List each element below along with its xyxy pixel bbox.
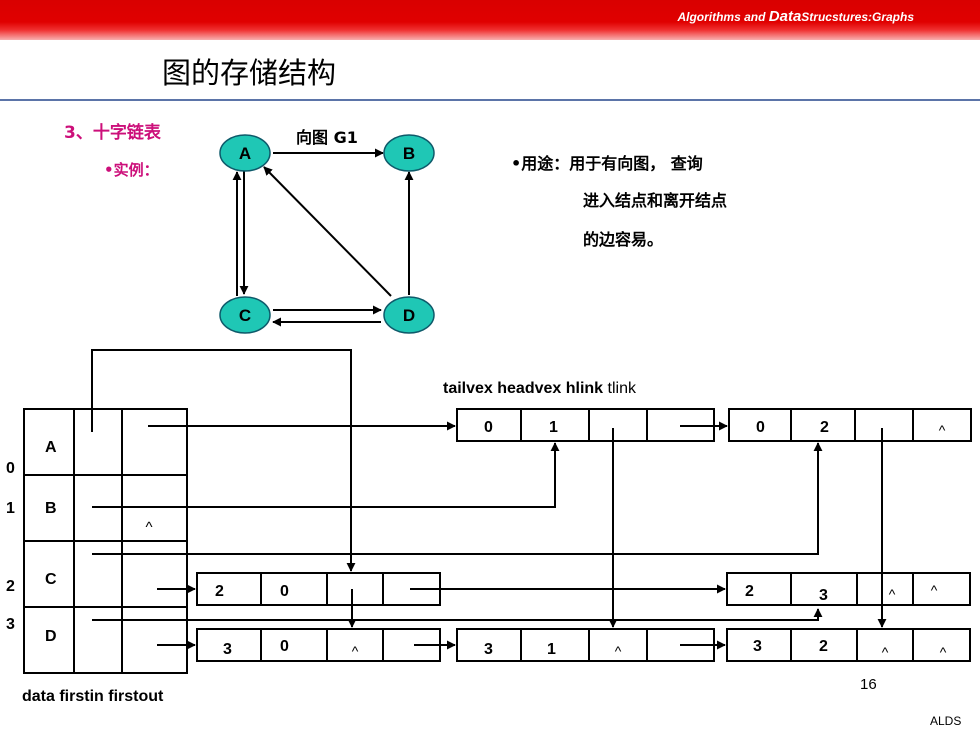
vertex-label-c: C — [239, 306, 251, 325]
vertex-label-d: D — [403, 306, 415, 325]
vertex-data-c: C — [45, 571, 57, 588]
ptr-a-firstin — [91, 349, 356, 572]
arc-3-1-hlink-null: ^ — [615, 643, 622, 659]
vertex-label-b: B — [403, 144, 415, 163]
graph-vertex-a: A — [219, 134, 271, 172]
arc-3-2-headvex: 2 — [819, 638, 828, 655]
page-title: 图的存储结构 — [162, 56, 337, 90]
header-caption: Algorithms and DataStrucstures:Graphs — [677, 8, 914, 25]
example-label: •实例： — [104, 161, 159, 179]
arc-node-3-1: 3 1 ^ — [456, 628, 715, 662]
arc-3-2-hlink-null: ^ — [882, 644, 889, 660]
vertex-data-a: A — [45, 439, 57, 456]
edge-d-a — [263, 166, 392, 297]
graph-vertex-c: C — [219, 296, 271, 334]
arc-2-0-tailvex: 2 — [215, 583, 224, 600]
arc-node-3-2: 3 2 ^ ^ — [726, 628, 971, 662]
arc-3-0-tailvex: 3 — [223, 641, 232, 658]
arc-node-0-1: 0 1 — [456, 408, 715, 442]
vertex-index-1: 1 — [6, 500, 15, 517]
vertex-label-a: A — [239, 144, 251, 163]
arc-3-1-headvex: 1 — [547, 641, 556, 658]
usage-line-1: •用途：用于有向图， 查询 — [511, 154, 703, 173]
arc-3-0-hlink-null: ^ — [352, 643, 359, 659]
arc-3-2-tlink-null: ^ — [940, 644, 947, 660]
graph-edges — [232, 148, 414, 327]
graph-caption: 向图 G1 — [296, 128, 358, 147]
vertex-index-0: 0 — [6, 460, 15, 477]
vertex-index-3: 3 — [6, 616, 15, 633]
graph-vertex-d: D — [383, 296, 435, 334]
arc-node-2-3: 2 3 ^ ^ — [726, 572, 971, 606]
arc-node-3-0: 3 0 ^ — [196, 628, 441, 662]
ptr-b-firstin — [92, 442, 560, 508]
vertex-index-2: 2 — [6, 578, 15, 595]
arc-0-1-headvex: 1 — [549, 419, 558, 436]
arc-node-2-0: 2 0 — [196, 572, 441, 606]
arc-2-3-tailvex: 2 — [745, 583, 754, 600]
ptr-c-firstin — [92, 442, 823, 555]
arc-2-3-tlink-null: ^ — [931, 582, 938, 598]
arc-node-0-2: 0 2 ^ — [728, 408, 972, 442]
usage-line-3: 的边容易。 — [583, 230, 664, 249]
pointer-links — [91, 349, 887, 650]
title-rule — [0, 99, 980, 101]
column-labels: data firstin firstout — [22, 688, 164, 705]
field-labels: tailvex headvex hlink tlink — [443, 380, 636, 397]
footer-text: ALDS — [930, 714, 962, 728]
vertex-b-firstout-null: ^ — [145, 519, 152, 536]
arc-0-1-tailvex: 0 — [484, 419, 493, 436]
header-bar — [0, 0, 980, 40]
page-number: 16 — [860, 676, 877, 693]
ptr-d-firstin — [92, 608, 823, 621]
usage-line-2: 进入结点和离开结点 — [583, 191, 728, 210]
section-heading: 3、十字链表 — [64, 123, 161, 143]
arc-2-3-hlink-null: ^ — [889, 586, 896, 602]
vertex-data-d: D — [45, 628, 57, 645]
arc-0-2-headvex: 2 — [820, 419, 829, 436]
arc-3-0-headvex: 0 — [280, 638, 289, 655]
arc-2-3-headvex: 3 — [819, 587, 828, 604]
graph-vertex-b: B — [383, 134, 435, 172]
arc-3-2-tailvex: 3 — [753, 638, 762, 655]
arc-0-2-tlink-null: ^ — [939, 422, 946, 438]
vertex-data-b: B — [45, 500, 57, 517]
arc-0-2-tailvex: 0 — [756, 419, 765, 436]
arc-3-1-tailvex: 3 — [484, 641, 493, 658]
arc-2-0-headvex: 0 — [280, 583, 289, 600]
